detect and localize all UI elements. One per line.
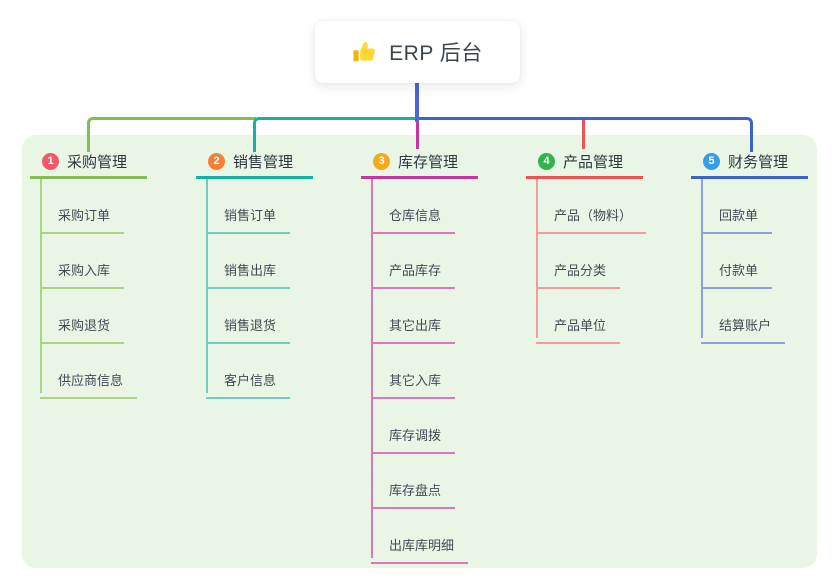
child-node[interactable]: 产品单位 [536, 289, 681, 344]
branch-number-badge: 3 [373, 152, 390, 170]
child-node-label: 采购入库 [40, 260, 125, 289]
branch-node-header[interactable]: 5 财务管理 [691, 146, 808, 179]
child-node-label: 采购退货 [40, 315, 125, 344]
connector-branch-5 [418, 117, 753, 152]
child-node[interactable]: 回款单 [701, 179, 839, 234]
child-node-label: 其它入库 [371, 370, 456, 399]
branch-node-4: 4 产品管理 产品（物料） 产品分类产品单位 [526, 146, 681, 344]
child-node[interactable]: 产品分类 [536, 234, 681, 289]
child-node-label: 客户信息 [206, 370, 291, 399]
child-node[interactable]: 仓库信息 [371, 179, 516, 234]
child-node[interactable]: 结算账户 [701, 289, 839, 344]
child-node-label: 供应商信息 [40, 370, 138, 399]
branch-number-badge: 4 [538, 152, 555, 170]
child-node[interactable]: 采购退货 [40, 289, 185, 344]
thumbs-up-icon [352, 39, 378, 65]
branch-node-header[interactable]: 2 销售管理 [196, 146, 313, 179]
branch-label: 库存管理 [398, 153, 459, 171]
branch-node-5: 5 财务管理 回款单付款单结算账户 [691, 146, 839, 344]
child-node[interactable]: 库存调拨 [371, 399, 516, 454]
child-node-label: 付款单 [701, 260, 773, 289]
child-node-label: 销售出库 [206, 260, 291, 289]
branch-node-2: 2 销售管理 销售订单销售出库销售退货客户信息 [196, 146, 351, 399]
child-node-label: 其它出库 [371, 315, 456, 344]
child-node-label: 结算账户 [701, 315, 786, 344]
child-node-label: 回款单 [701, 205, 773, 234]
branch-label: 采购管理 [67, 153, 128, 171]
child-node[interactable]: 其它入库 [371, 344, 516, 399]
child-node[interactable]: 采购订单 [40, 179, 185, 234]
branch-node-3: 3 库存管理 仓库信息产品库存其它出库其它入库库存调拨库存盘点出库库明细 [361, 146, 516, 564]
child-connector-line [40, 179, 42, 393]
branch-children: 产品（物料） 产品分类产品单位 [536, 179, 681, 344]
branch-children: 仓库信息产品库存其它出库其它入库库存调拨库存盘点出库库明细 [371, 179, 516, 564]
connector-branch-2 [253, 117, 420, 152]
child-node[interactable]: 客户信息 [206, 344, 351, 399]
root-node-title: ERP 后台 [389, 42, 483, 65]
child-node[interactable]: 付款单 [701, 234, 839, 289]
child-node[interactable]: 销售订单 [206, 179, 351, 234]
child-node[interactable]: 销售出库 [206, 234, 351, 289]
child-node[interactable]: 库存盘点 [371, 454, 516, 509]
branch-children: 采购订单采购入库采购退货供应商信息 [40, 179, 185, 399]
root-node[interactable]: ERP 后台 [315, 21, 520, 83]
branch-node-header[interactable]: 1 采购管理 [30, 146, 147, 179]
child-connector-line [701, 179, 703, 338]
connector-branch-3 [416, 120, 419, 149]
branch-background-panel [22, 135, 817, 568]
child-node-label: 库存调拨 [371, 425, 456, 454]
branch-children: 回款单付款单结算账户 [701, 179, 839, 344]
child-node[interactable]: 出库库明细 [371, 509, 516, 564]
branch-label: 财务管理 [728, 153, 789, 171]
branch-node-header[interactable]: 4 产品管理 [526, 146, 643, 179]
connector-branch-4 [582, 120, 585, 149]
branch-number-badge: 1 [42, 152, 59, 170]
child-connector-line [536, 179, 538, 338]
child-node[interactable]: 其它出库 [371, 289, 516, 344]
connector-root [415, 83, 419, 122]
branch-label: 产品管理 [563, 153, 624, 171]
child-node[interactable]: 供应商信息 [40, 344, 185, 399]
child-node-label: 产品分类 [536, 260, 621, 289]
child-node-label: 销售订单 [206, 205, 291, 234]
child-node-label: 产品单位 [536, 315, 621, 344]
branch-node-1: 1 采购管理 采购订单采购入库采购退货供应商信息 [30, 146, 185, 399]
child-node[interactable]: 产品库存 [371, 234, 516, 289]
child-node-label: 产品库存 [371, 260, 456, 289]
child-node-label: 采购订单 [40, 205, 125, 234]
child-node-label: 销售退货 [206, 315, 291, 344]
child-node[interactable]: 销售退货 [206, 289, 351, 344]
child-node-label: 出库库明细 [371, 535, 469, 564]
child-node[interactable]: 产品（物料） [536, 179, 681, 234]
branch-number-badge: 2 [208, 152, 225, 170]
branch-number-badge: 5 [703, 152, 720, 170]
child-connector-line [206, 179, 208, 393]
child-node-label: 库存盘点 [371, 480, 456, 509]
child-node[interactable]: 采购入库 [40, 234, 185, 289]
child-node-label: 仓库信息 [371, 205, 456, 234]
branch-node-header[interactable]: 3 库存管理 [361, 146, 478, 179]
connector-branch-1 [87, 117, 256, 152]
branch-children: 销售订单销售出库销售退货客户信息 [206, 179, 351, 399]
child-connector-line [371, 179, 373, 558]
branch-label: 销售管理 [233, 153, 294, 171]
child-node-label: 产品（物料） [536, 205, 647, 234]
